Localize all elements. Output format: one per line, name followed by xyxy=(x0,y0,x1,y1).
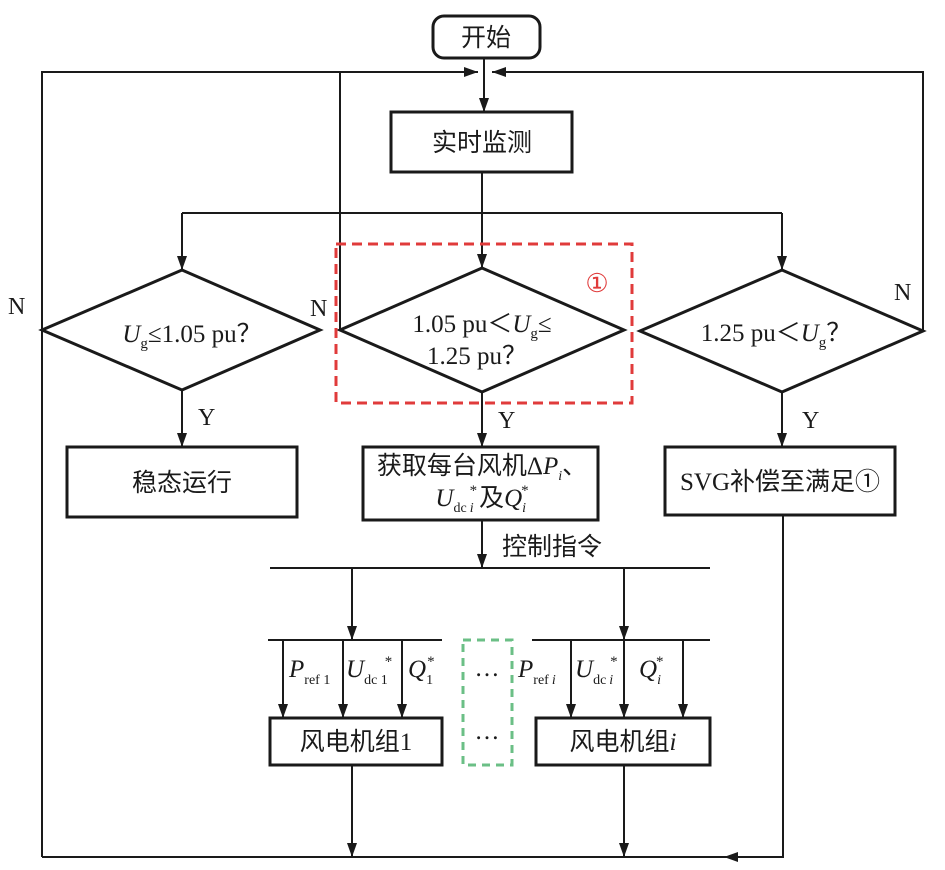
signal-u-1-sup: * xyxy=(385,654,393,670)
unit-i-label-idx: i xyxy=(670,729,677,756)
control-label: 控制指令 xyxy=(502,533,602,561)
signal-q-i-var: Q xyxy=(639,656,657,683)
decision-high-pre: 1.25 pu＜ xyxy=(701,320,801,347)
acquire-text: 获取每台风机Δ xyxy=(377,452,543,480)
acquire-q-var: Q xyxy=(504,485,522,512)
acquire-u-sup: * xyxy=(470,483,478,499)
decision-high xyxy=(636,268,927,394)
acquire-q-sup: * xyxy=(521,483,529,499)
steady-box xyxy=(65,445,299,519)
monitor-label: 实时监测 xyxy=(432,129,532,157)
svg-compensation-label: SVG补偿至满足① xyxy=(680,468,880,496)
acquire-u-sub-idx: i xyxy=(470,501,474,516)
decision-low-sub: g xyxy=(140,336,148,352)
decision-mid-line2: 1.25 pu？ xyxy=(427,343,527,370)
acquire-q-sub: i xyxy=(522,501,526,516)
decision-mid-line1: 1.05 pu＜Ug≤ xyxy=(412,311,551,342)
decision-high-var: U xyxy=(801,320,821,347)
acquire-line1: 获取每台风机ΔPi、 xyxy=(377,452,587,484)
start-terminal xyxy=(431,14,542,60)
signal-u-i-sub-idx: i xyxy=(609,673,613,688)
branch-no-right: N xyxy=(894,280,911,306)
signal-p-1-var: P xyxy=(288,656,304,683)
unit-i-label-text: 风电机组 xyxy=(570,728,670,756)
decision-mid-var: U xyxy=(512,311,532,338)
svg-compensation-box xyxy=(663,445,897,517)
decision-low-label: Ug≤1.05 pu？ xyxy=(122,321,261,352)
region-1-highlight xyxy=(334,242,634,405)
loop-right-return xyxy=(492,67,924,331)
branch-yes-left: Y xyxy=(198,405,215,431)
signal-q-1: Q1 * xyxy=(408,654,435,688)
signal-q-i-sup: * xyxy=(656,654,664,670)
unit-1-label: 风电机组1 xyxy=(300,728,413,756)
signal-p-i-var: P xyxy=(517,656,533,683)
unit-i-label: 风电机组i xyxy=(570,728,677,756)
acquire-u-sub: dc xyxy=(453,501,466,516)
monitor-box xyxy=(389,110,574,174)
signal-u-i-sub: dc xyxy=(593,673,606,688)
acquire-box xyxy=(361,445,600,522)
unit-1-box xyxy=(268,716,444,767)
signal-p-i-sub: ref xyxy=(533,673,549,688)
acquire-p-sub: i xyxy=(558,469,562,484)
signal-q-1-sub: 1 xyxy=(426,673,433,688)
decision-high-sub: g xyxy=(819,335,827,351)
decision-high-label: 1.25 pu＜Ug？ xyxy=(701,320,852,351)
units-gap-box xyxy=(461,638,514,767)
acquire-p-var: P xyxy=(542,453,558,480)
loop-left-return xyxy=(41,67,478,857)
steady-label: 稳态运行 xyxy=(132,469,232,497)
signal-u-1-var: U xyxy=(346,656,366,683)
decision-mid xyxy=(336,266,628,394)
signal-p-1: Pref 1 xyxy=(288,656,330,688)
decision-high-post: ？ xyxy=(826,320,851,347)
signal-q-1-sup: * xyxy=(427,654,435,670)
connectors xyxy=(41,58,924,862)
signal-u-1: Udc 1 * xyxy=(346,654,392,688)
signal-q-1-var: Q xyxy=(408,656,426,683)
units-gap-ellipsis-top: … xyxy=(475,655,500,682)
decision-mid-post: ≤ xyxy=(538,311,552,338)
signal-u-i-var: U xyxy=(575,656,595,683)
branch-no-mid: N xyxy=(310,296,327,322)
branch-yes-mid: Y xyxy=(498,408,515,434)
signal-q-i: Qi * xyxy=(639,654,663,688)
acquire-and: 及 xyxy=(479,485,504,512)
decision-low-var: U xyxy=(122,321,142,348)
acquire-sep: 、 xyxy=(562,453,587,480)
signal-p-i-sub-idx: i xyxy=(552,673,556,688)
decision-low xyxy=(38,268,324,392)
region-1-marker: ① xyxy=(585,269,608,298)
start-label: 开始 xyxy=(461,24,511,52)
signal-u-1-sub: dc 1 xyxy=(364,673,388,688)
decision-mid-pre: 1.05 pu＜ xyxy=(412,311,512,338)
arrow-svg-to-bottom xyxy=(724,515,784,862)
signal-p-1-sub: ref 1 xyxy=(304,673,330,688)
decision-low-text: ≤1.05 pu？ xyxy=(148,321,262,348)
signal-q-i-sub: i xyxy=(657,673,661,688)
branch-no-left: N xyxy=(8,294,25,320)
units-gap-ellipsis-bottom: … xyxy=(475,718,500,745)
unit-i-box xyxy=(534,716,712,767)
signal-u-i-sup: * xyxy=(610,654,618,670)
decision-mid-sub: g xyxy=(530,326,538,342)
branch-yes-right: Y xyxy=(802,408,819,434)
acquire-u-var: U xyxy=(435,485,455,512)
